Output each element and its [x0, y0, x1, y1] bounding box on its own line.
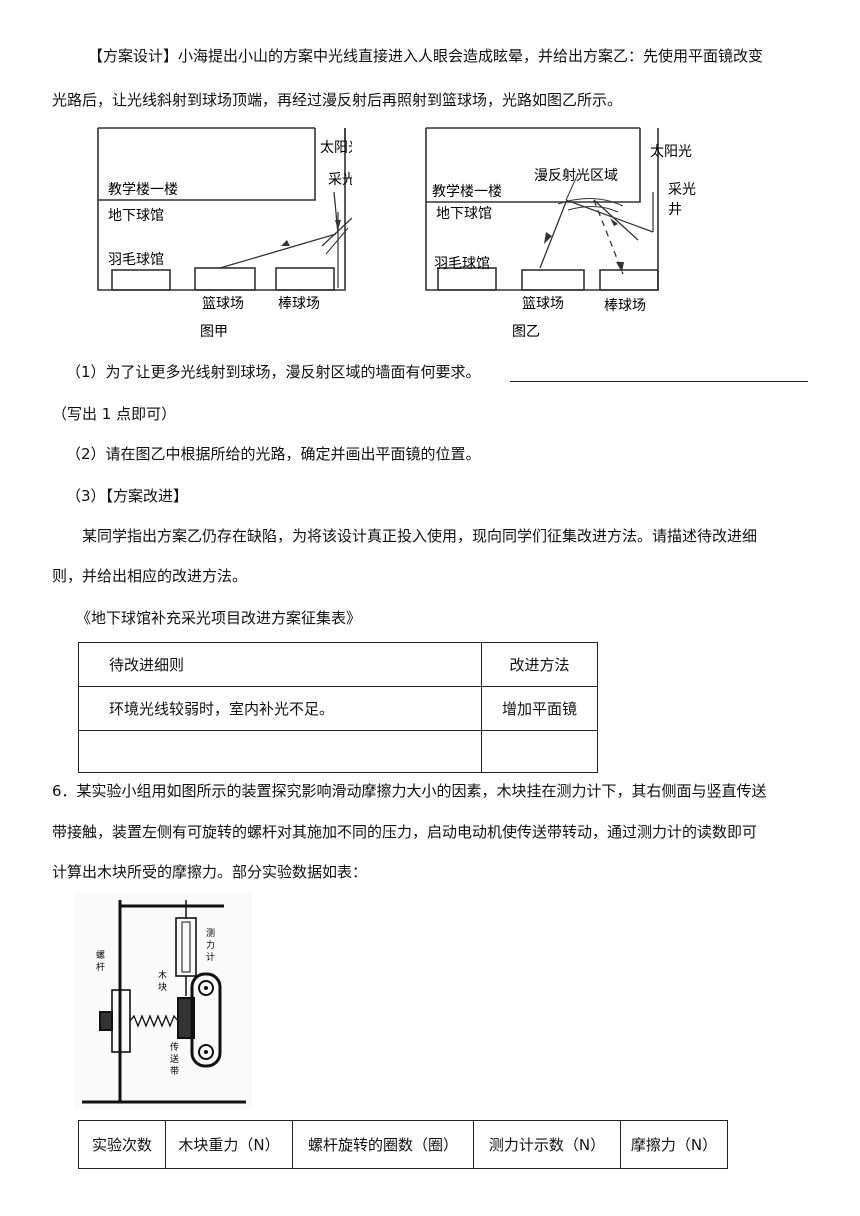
table2-header-scale-reading: 测力计示数（N） [473, 1120, 621, 1169]
table2-header-screw-turns: 螺杆旋转的圈数（圈） [292, 1120, 474, 1169]
table1-empty-cell[interactable] [481, 730, 598, 773]
label-sun: 太阳光 [320, 140, 352, 156]
answer-blank-q1[interactable] [510, 381, 808, 382]
label-underground-yi: 地下球馆 [436, 206, 492, 222]
figure-yi: 太阳光 漫反射光区域 采光 井 教学楼一楼 地下球馆 羽毛球馆 篮球场 棒球场 … [425, 127, 696, 340]
badminton-court-yi [437, 267, 497, 291]
table1-cell: 增加平面镜 [481, 686, 598, 731]
conveyor-belt [190, 972, 222, 1068]
figure-jia-floor-line [98, 128, 316, 201]
table1-header-method: 改进方法 [481, 642, 598, 687]
label-badminton-yi: 羽毛球馆 [434, 256, 490, 272]
label-screw-1: 螺 [96, 950, 105, 961]
wood-block [177, 997, 195, 1039]
label-well: 采光井 [328, 172, 352, 188]
label-belt-2: 送 [170, 1053, 179, 1065]
label-basketball: 篮球场 [202, 296, 244, 312]
paragraph-plan-design-line1: 【方案设计】小海提出小山的方案中光线直接进入人眼会造成眩晕，并给出方案乙：先使用… [88, 47, 764, 65]
label-block-2: 块 [158, 981, 167, 993]
figure-jia: 太阳光 采光井 教学楼一楼 地下球馆 羽毛球馆 篮球场 棒球场 图甲 [97, 127, 352, 340]
label-belt-3: 带 [170, 1066, 179, 1077]
incoming-ray-yi [593, 199, 639, 241]
label-meter-3: 计 [206, 951, 215, 963]
basketball-court [194, 267, 256, 291]
label-diffuse-area: 漫反射光区域 [534, 168, 618, 184]
baseball-court [275, 267, 335, 291]
label-well-yi-1: 采光 [668, 182, 696, 198]
table1-cell: 环境光线较弱时，室内补光不足。 [78, 686, 482, 731]
plane-mirror-jia [321, 217, 352, 247]
experiment-data-table: 实验次数 木块重力（N） 螺杆旋转的圈数（圈） 测力计示数（N） 摩擦力（N） [78, 1120, 728, 1169]
question-3-line1: 某同学指出方案乙仍存在缺陷，为将该设计真正投入使用，现向同学们征集改进方法。请描… [82, 527, 758, 545]
label-underground: 地下球馆 [108, 208, 164, 224]
question-6-line2: 带接触，装置左侧有可旋转的螺杆对其施加不同的压力，启动电动机使传送带转动，通过测… [52, 823, 758, 841]
friction-apparatus-figure: 螺 杆 木 块 测 力 计 传 送 带 [74, 892, 252, 1110]
question-1: （1）为了让更多光线射到球场，漫反射区域的墙面有何要求。 [66, 363, 481, 381]
figure-yi-caption: 图乙 [512, 324, 540, 340]
reflected-ray-jia [219, 233, 337, 269]
label-baseball-yi: 棒球场 [604, 298, 646, 314]
label-meter-1: 测 [206, 928, 215, 939]
label-belt-1: 传 [170, 1041, 179, 1053]
badminton-court [111, 269, 171, 291]
question-1-note: （写出 1 点即可） [52, 405, 177, 423]
label-floor1-yi: 教学楼一楼 [432, 184, 502, 200]
figure-yi-floor-line [426, 128, 641, 203]
label-basketball-yi: 篮球场 [522, 296, 564, 312]
label-badminton: 羽毛球馆 [108, 252, 164, 268]
baseball-court-yi [599, 269, 659, 291]
table1-header-detail: 待改进细则 [78, 642, 482, 687]
diffuse-ray-baseball [593, 199, 624, 275]
question-6-line1: 6．某实验小组用如图所示的装置探究影响滑动摩擦力大小的因素，木块挂在测力计下，其… [52, 782, 767, 800]
screw-thread [129, 1014, 179, 1028]
improvement-table: 待改进细则 改进方法 环境光线较弱时，室内补光不足。 增加平面镜 [78, 642, 598, 773]
label-meter-2: 力 [206, 939, 215, 951]
screw-knob [99, 1011, 113, 1031]
question-6-line3: 计算出木块所受的摩擦力。部分实验数据如表： [52, 863, 368, 881]
table2-header-friction: 摩擦力（N） [620, 1120, 728, 1169]
question-3-line2: 则，并给出相应的改进方法。 [52, 567, 248, 585]
question-3: （3）【方案改进】 [66, 487, 189, 505]
label-floor1: 教学楼一楼 [108, 182, 178, 198]
paragraph-plan-design-line2: 光路后，让光线斜射到球场顶端，再经过漫反射后再照射到篮球场，光路如图乙所示。 [52, 91, 623, 109]
label-baseball: 棒球场 [278, 296, 320, 312]
question-2: （2）请在图乙中根据所给的光路，确定并画出平面镜的位置。 [66, 445, 481, 463]
diffuse-ray-basketball [539, 201, 567, 269]
table2-header-weight: 木块重力（N） [165, 1120, 293, 1169]
table2-header-trial: 实验次数 [78, 1120, 166, 1169]
table1-title: 《地下球馆补充采光项目改进方案征集表》 [76, 609, 362, 627]
label-block-1: 木 [158, 969, 167, 981]
label-screw-2: 杆 [96, 961, 105, 973]
label-well-yi-2: 井 [668, 202, 682, 218]
label-sun-yi: 太阳光 [650, 144, 692, 160]
table1-empty-cell[interactable] [78, 730, 482, 773]
basketball-court-yi [521, 269, 585, 291]
figure-jia-caption: 图甲 [200, 324, 228, 340]
